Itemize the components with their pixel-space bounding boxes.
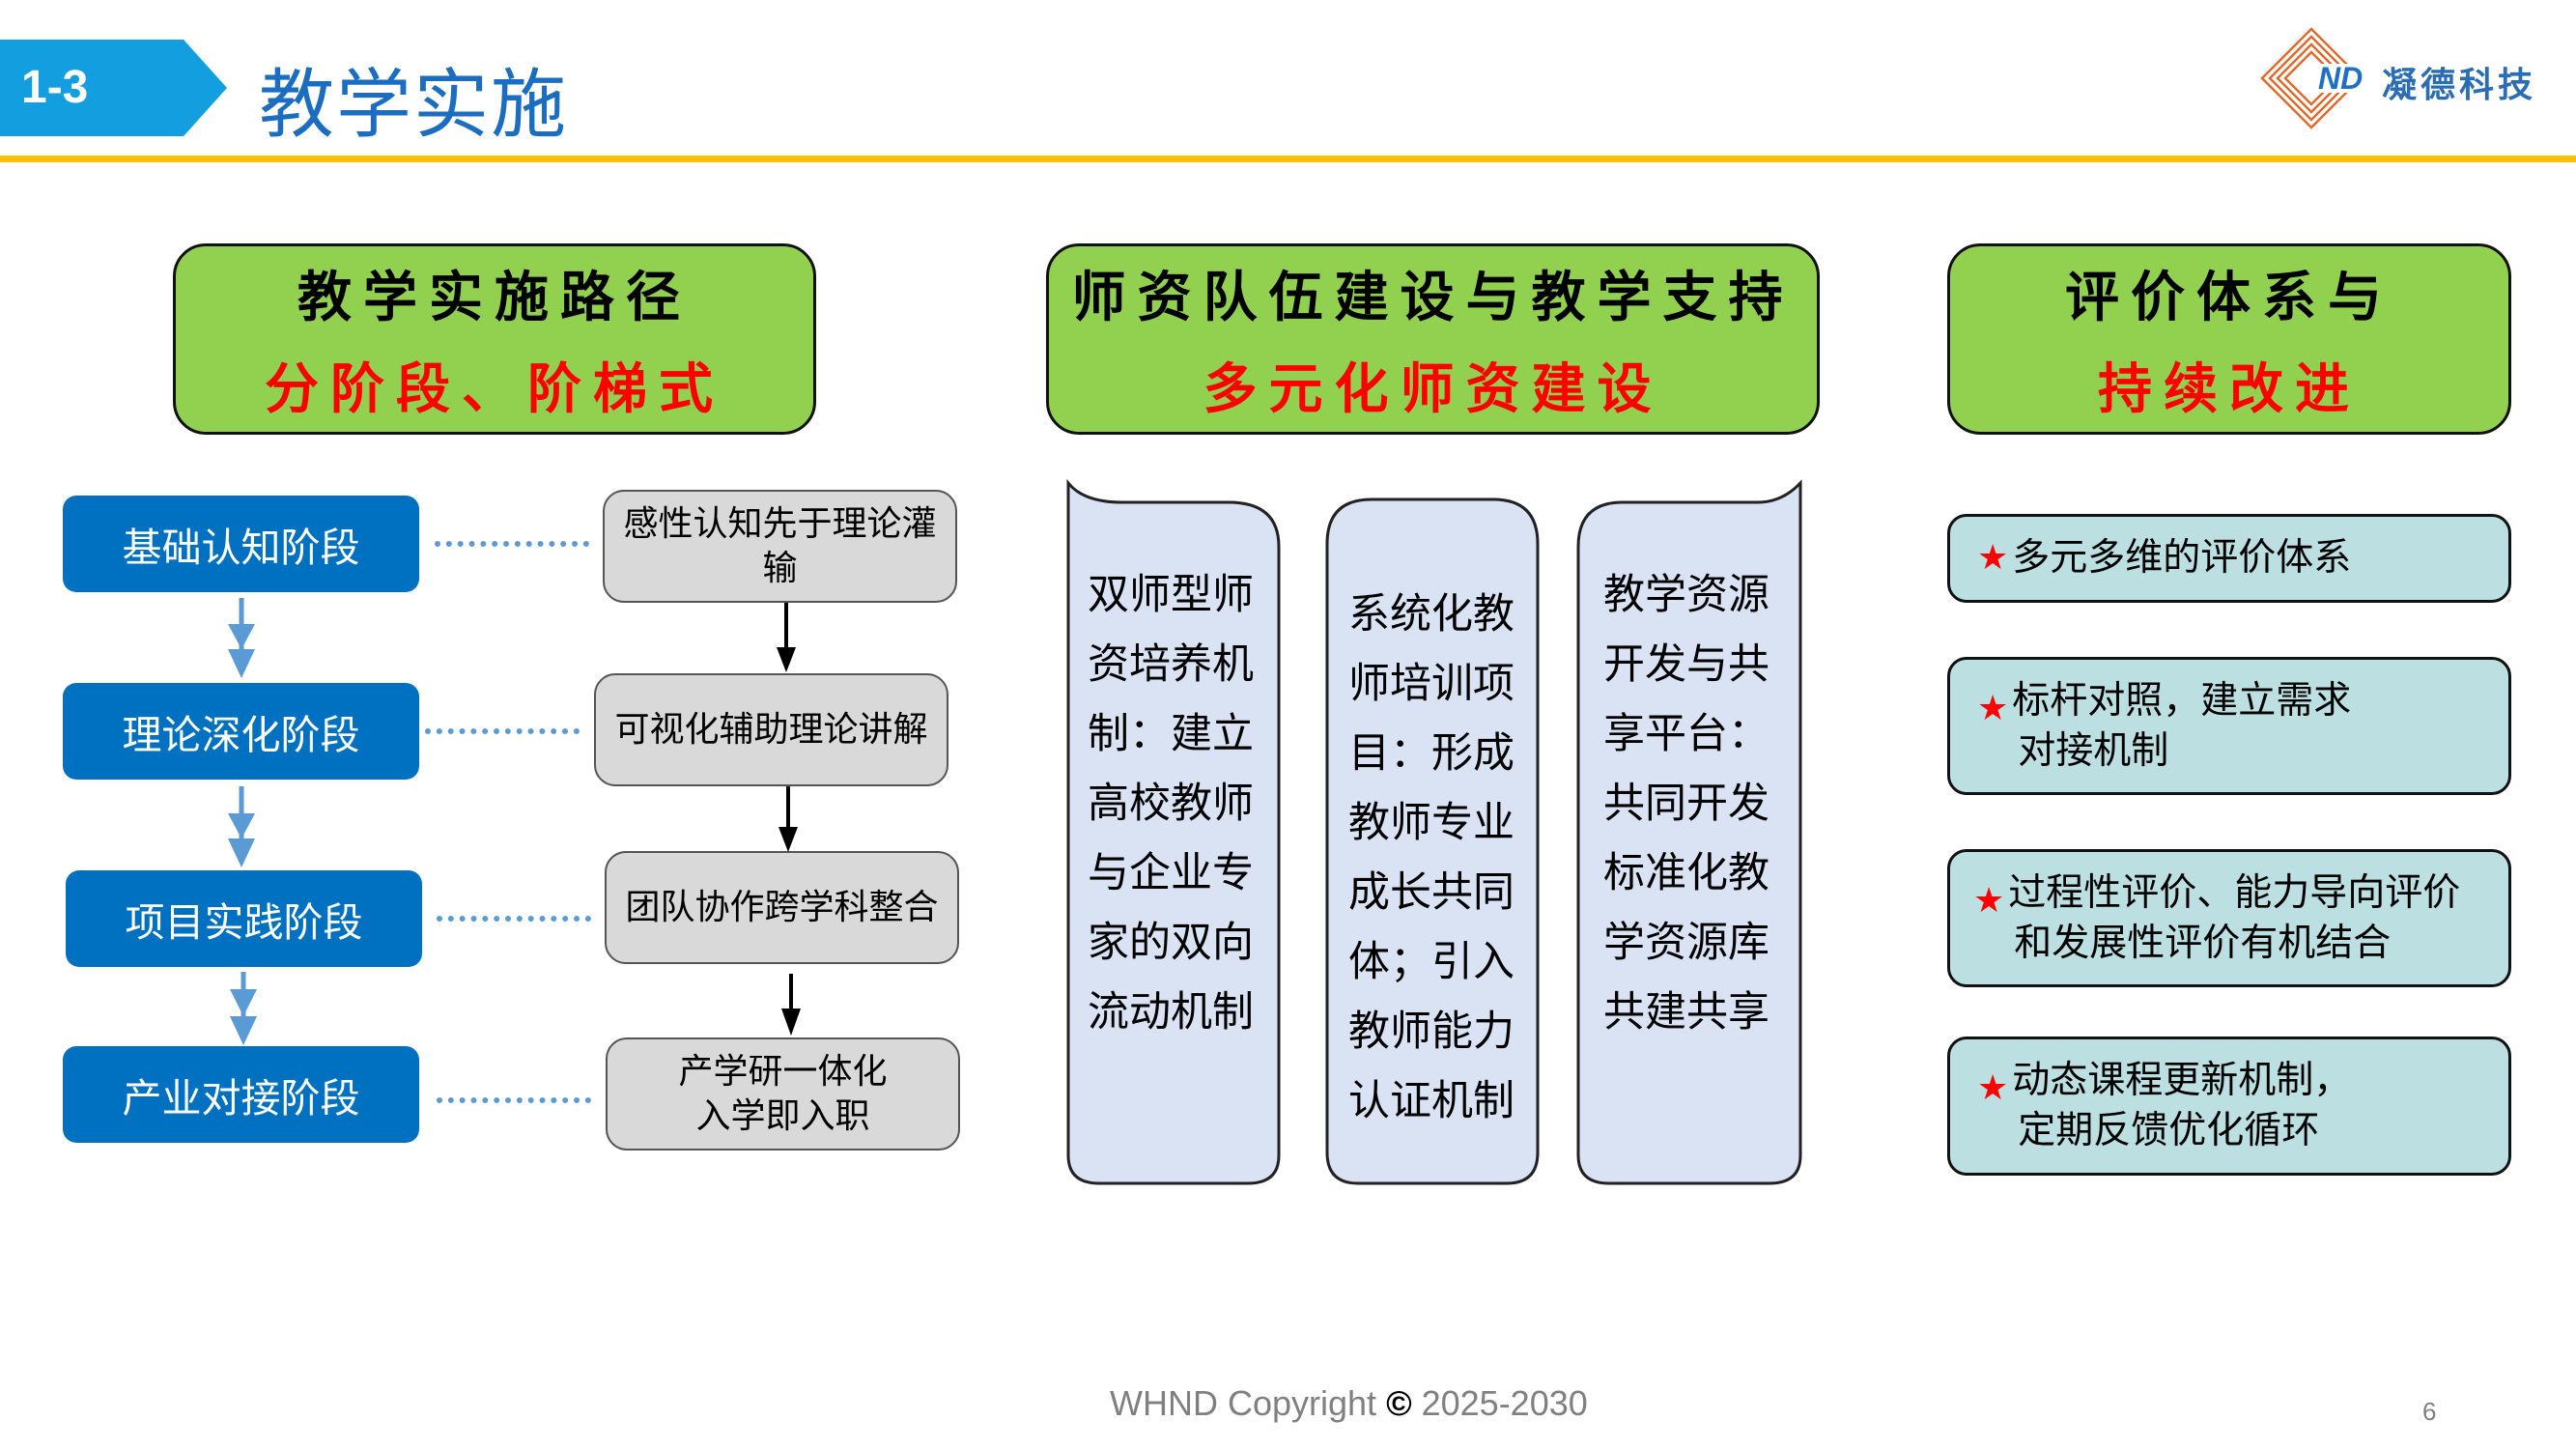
evaluation-item: ★ 过程性评价、能力导向评价和发展性评价有机结合 bbox=[1947, 849, 2511, 987]
evaluation-text: 对接机制 bbox=[2018, 728, 2169, 773]
stage-box: 基础认知阶段 bbox=[63, 496, 419, 592]
dotted-connector bbox=[435, 541, 589, 547]
scroll-shape bbox=[1576, 479, 1802, 1185]
star-icon: ★ bbox=[1973, 881, 2005, 921]
faculty-text: 双师型师资培养机制：建立高校教师与企业专家的双向流动机制 bbox=[1088, 571, 1254, 1037]
stage-detail-box: 可视化辅助理论讲解 bbox=[594, 673, 948, 786]
star-icon: ★ bbox=[1977, 538, 2009, 578]
evaluation-text: 过程性评价、能力导向评价 bbox=[2008, 870, 2461, 915]
page-number: 6 bbox=[2422, 1397, 2437, 1426]
evaluation-item: ★ 标杆对照，建立需求对接机制 bbox=[1947, 657, 2511, 795]
faculty-card: 系统化教师培训项目：形成教师专业成长共同体；引入教师能力认证机制 bbox=[1323, 496, 1542, 1187]
dotted-connector bbox=[437, 916, 591, 922]
star-icon: ★ bbox=[1977, 689, 2009, 728]
stage-box: 项目实践阶段 bbox=[66, 870, 422, 967]
evaluation-item: ★ 多元多维的评价体系 bbox=[1947, 514, 2511, 603]
detail-flow-arrows bbox=[777, 603, 801, 1036]
company-logo: ND 凝德科技 bbox=[2258, 25, 2576, 131]
logo-name: 凝德科技 bbox=[2382, 66, 2537, 105]
copyright-label: WHND Copyright bbox=[1110, 1383, 1377, 1423]
stage-detail-box: 团队协作跨学科整合 bbox=[605, 851, 959, 964]
stage-detail-box: 感性认知先于理论灌输 bbox=[603, 490, 957, 603]
copyright-icon: © bbox=[1386, 1383, 1412, 1423]
faculty-card: 教学资源开发与共享平台：共同开发标准化教学资源库共建共享 bbox=[1574, 479, 1804, 1187]
faculty-text: 系统化教师培训项目：形成教师专业成长共同体；引入教师能力认证机制 bbox=[1348, 590, 1514, 1125]
section-number: 1-3 bbox=[21, 62, 89, 113]
column-header-evaluation: 评价体系与 持续改进 bbox=[1947, 243, 2511, 435]
section-number-tab: 1-3 bbox=[0, 40, 227, 136]
dotted-connector bbox=[437, 1097, 591, 1103]
logo-diamond-icon bbox=[2260, 27, 2364, 129]
faculty-card: 双师型师资培养机制：建立高校教师与企业专家的双向流动机制 bbox=[1064, 479, 1283, 1187]
copyright-footer: WHND Copyright © 2025-2030 bbox=[1110, 1383, 1588, 1424]
column-title: 评价体系与 bbox=[2065, 266, 2393, 329]
page-title: 教学实施 bbox=[259, 62, 569, 149]
faculty-text: 教学资源开发与共享平台：共同开发标准化教学资源库共建共享 bbox=[1603, 571, 1769, 1037]
column-title: 教学实施路径 bbox=[297, 266, 692, 329]
stage-box: 产业对接阶段 bbox=[63, 1046, 419, 1143]
evaluation-text: 多元多维的评价体系 bbox=[2012, 536, 2352, 580]
column-header-faculty: 师资队伍建设与教学支持 多元化师资建设 bbox=[1046, 243, 1820, 435]
scroll-shape bbox=[1066, 479, 1281, 1185]
header-divider bbox=[0, 156, 2576, 162]
column-subtitle: 多元化师资建设 bbox=[1203, 357, 1663, 421]
column-subtitle: 分阶段、阶梯式 bbox=[265, 357, 724, 421]
evaluation-text: 定期反馈优化循环 bbox=[2018, 1109, 2320, 1152]
evaluation-text: 和发展性评价有机结合 bbox=[2014, 921, 2392, 965]
stage-box: 理论深化阶段 bbox=[63, 683, 419, 780]
scroll-shape bbox=[1325, 497, 1540, 1185]
stage-detail-box: 产学研一体化 入学即入职 bbox=[606, 1037, 960, 1151]
column-title: 师资队伍建设与教学支持 bbox=[1071, 266, 1795, 329]
logo-mark: ND bbox=[2318, 61, 2364, 96]
evaluation-text: 标杆对照，建立需求 bbox=[2012, 678, 2352, 723]
dotted-connector bbox=[425, 728, 580, 734]
evaluation-text: 动态课程更新机制， bbox=[2012, 1059, 2352, 1102]
copyright-years: 2025-2030 bbox=[1421, 1383, 1588, 1423]
stage-flow-arrows bbox=[228, 598, 257, 1045]
column-subtitle: 持续改进 bbox=[2098, 357, 2361, 421]
evaluation-item: ★ 动态课程更新机制， 定期反馈优化循环 bbox=[1947, 1037, 2511, 1176]
star-icon: ★ bbox=[1977, 1068, 2009, 1108]
column-header-teaching-path: 教学实施路径 分阶段、阶梯式 bbox=[173, 243, 816, 435]
